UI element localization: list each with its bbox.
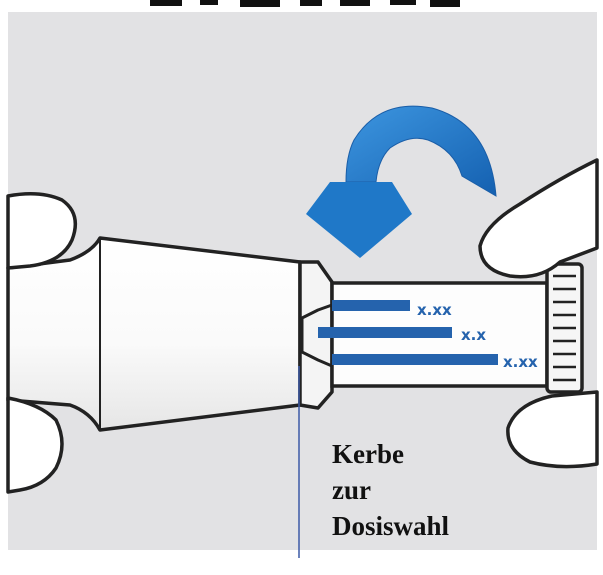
scale-bar	[318, 327, 452, 338]
clipped-heading-fragment	[150, 0, 460, 7]
dose-knob	[545, 262, 584, 394]
left-hand	[6, 192, 78, 494]
notch-annotation: Kerbe zur Dosiswahl	[332, 436, 449, 544]
dose-notch	[300, 303, 333, 368]
dose-scale: x.xx x.x x.xx	[318, 300, 538, 371]
annotation-line: zur	[332, 475, 371, 505]
scale-label: x.xx	[503, 353, 538, 371]
right-hand	[478, 158, 599, 469]
scale-bar	[332, 300, 410, 311]
annotation-line: Dosiswahl	[332, 511, 450, 541]
curved-rotate-arrow-icon	[306, 105, 497, 258]
scale-label: x.xx	[417, 301, 452, 319]
annotation-line: Kerbe	[332, 439, 404, 469]
scale-label: x.x	[461, 326, 486, 344]
pen-body	[6, 236, 334, 432]
scale-bar	[332, 354, 498, 365]
